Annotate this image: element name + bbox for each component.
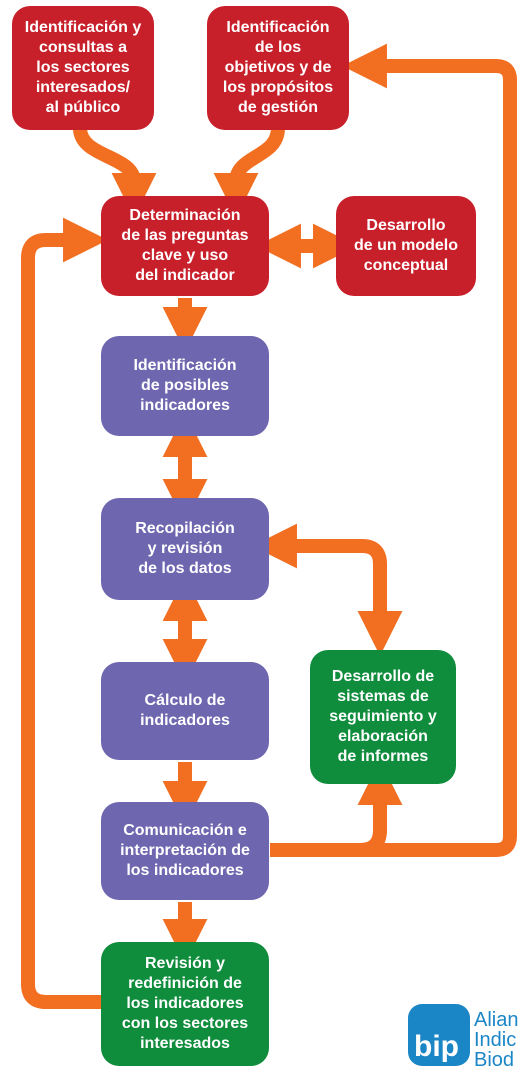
box-objetivos: Identificación de los objetivos y de los… bbox=[207, 6, 349, 130]
box-recopilacion: Recopilación y revisión de los datos bbox=[101, 498, 269, 600]
arrow-comunicacion-to-seguimiento bbox=[357, 760, 403, 857]
arrow-comunicacion-loop-objetivos bbox=[270, 43, 517, 857]
box-consultas: Identificación y consultas a los sectore… bbox=[12, 6, 154, 130]
bip-logo-icon: bip bbox=[408, 1004, 470, 1066]
arrow-objetivos-to-preguntas bbox=[213, 127, 285, 218]
arrow-recopilacion-seguimiento bbox=[252, 523, 403, 656]
arrow-consultas-to-preguntas bbox=[73, 126, 157, 218]
box-modelo: Desarrollo de un modelo conceptual bbox=[336, 196, 476, 296]
arrow-revision-loop-preguntas bbox=[21, 217, 108, 1009]
box-comunicacion: Comunicación e interpretación de los ind… bbox=[101, 802, 269, 900]
box-posibles: Identificación de posibles indicadores bbox=[101, 336, 269, 436]
box-calculo: Cálculo de indicadores bbox=[101, 662, 269, 760]
box-seguimiento: Desarrollo de sistemas de seguimiento y … bbox=[310, 650, 456, 784]
logo-text: Alian Indic Biod bbox=[474, 1009, 519, 1071]
box-preguntas: Determinación de las preguntas clave y u… bbox=[101, 196, 269, 296]
box-revision: Revisión y redefinición de los indicador… bbox=[101, 942, 269, 1066]
logo-mark-text: bip bbox=[414, 1030, 459, 1063]
